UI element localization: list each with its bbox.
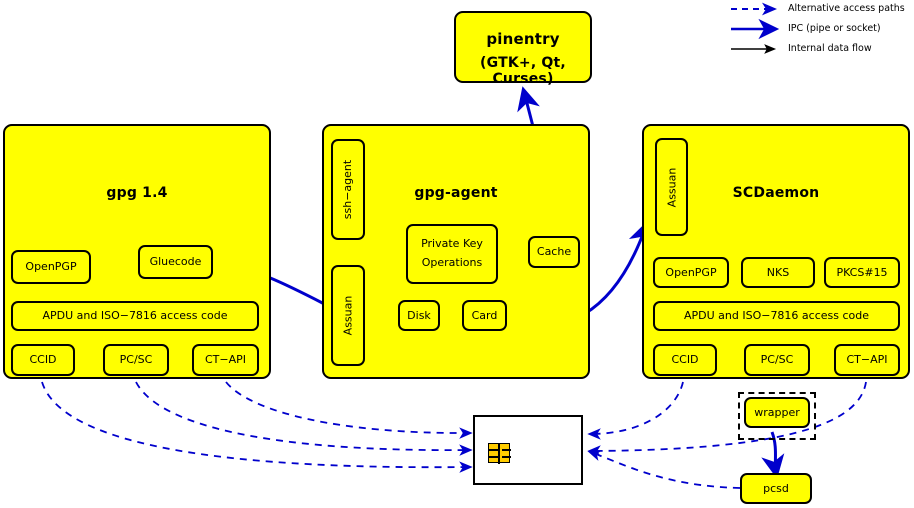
gpg-agent-title: gpg-agent: [414, 185, 498, 201]
pinentry-title: pinentry: [486, 30, 560, 48]
scdaemon-app-nks[interactable]: NKS: [741, 257, 815, 288]
gpg-agent-sshagent-label: ssh−agent: [341, 159, 355, 220]
gpg-title: gpg 1.4: [106, 185, 168, 201]
smartcard[interactable]: [473, 415, 583, 485]
scdaemon-driver-ccid[interactable]: CCID: [653, 344, 717, 376]
scdaemon-assuan-block[interactable]: Assuan: [655, 138, 688, 236]
alt-path-gpg-ccid-to-card: [41, 381, 473, 473]
smartcard-chip-icon: [488, 443, 511, 464]
alt-path-scd-ctapi-to-card: [587, 381, 867, 457]
legend-label-internal-flow: Internal data flow: [788, 43, 872, 54]
scdaemon-driver-ctapi[interactable]: CT−API: [834, 344, 900, 376]
scdaemon-app-openpgp[interactable]: OpenPGP: [653, 257, 729, 288]
alt-path-gpg-pcsc-to-card: [135, 381, 473, 456]
legend-label-alt-path: Alternative access paths: [788, 3, 905, 14]
pinentry-subtitle: (GTK+, Qt, Curses): [480, 55, 566, 87]
gpg-agent-disk-block[interactable]: Disk: [398, 300, 440, 331]
gpg-apdu-block[interactable]: APDU and ISO−7816 access code: [11, 301, 259, 331]
gpg-driver-ctapi[interactable]: CT−API: [192, 344, 259, 376]
gpg-gluecode-block[interactable]: Gluecode: [138, 245, 213, 279]
gpg-driver-ccid[interactable]: CCID: [11, 344, 75, 376]
scdaemon-title: SCDaemon: [732, 185, 820, 201]
gpg-agent-sshagent-block[interactable]: ssh−agent: [331, 139, 365, 240]
scdaemon-app-pkcs15[interactable]: PKCS#15: [824, 257, 900, 288]
alt-path-scd-ccid-to-card: [587, 381, 684, 440]
gpg-agent-cache-block[interactable]: Cache: [528, 236, 580, 268]
scdaemon-assuan-label: Assuan: [665, 167, 679, 207]
gpg-openpgp-block[interactable]: OpenPGP: [11, 250, 91, 284]
alt-path-gpg-ctapi-to-card: [225, 381, 473, 439]
scdaemon-driver-pcsc[interactable]: PC/SC: [744, 344, 810, 376]
pcsd-block[interactable]: pcsd: [740, 473, 812, 504]
gpg-agent-card-block[interactable]: Card: [462, 300, 507, 331]
alt-path-pcsd-to-card: [587, 449, 741, 489]
gpg-agent-private-key-ops-block[interactable]: Private Key Operations: [406, 224, 498, 284]
gpg-agent-assuan-label: Assuan: [341, 295, 355, 336]
private-key-ops-line-2: Operations: [421, 256, 483, 269]
gpg-driver-pcsc[interactable]: PC/SC: [103, 344, 169, 376]
legend-label-ipc: IPC (pipe or socket): [788, 23, 881, 34]
gpg-agent-assuan-block[interactable]: Assuan: [331, 265, 365, 366]
wrapper-block[interactable]: wrapper: [744, 397, 810, 428]
pinentry-box[interactable]: pinentry (GTK+, Qt, Curses): [454, 11, 592, 87]
scdaemon-apdu-block[interactable]: APDU and ISO−7816 access code: [653, 301, 900, 331]
private-key-ops-line-1: Private Key: [421, 237, 483, 251]
